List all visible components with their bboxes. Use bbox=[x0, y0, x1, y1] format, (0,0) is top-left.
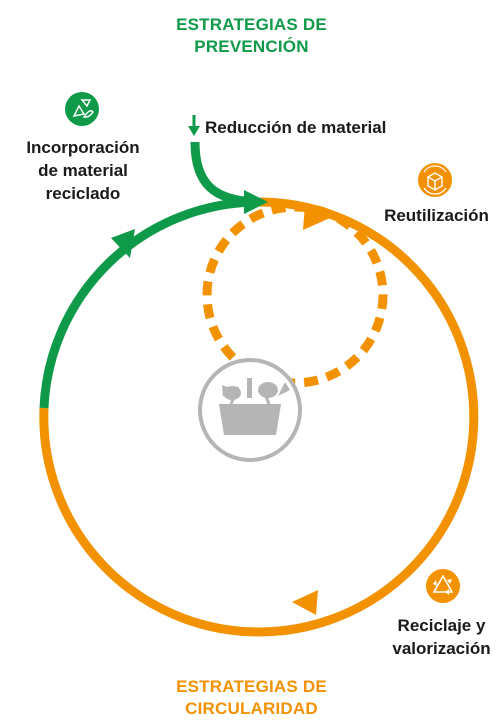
green-ring-arc bbox=[39, 197, 256, 409]
recycling-label-line-1: Reciclaje y bbox=[397, 616, 486, 635]
arrowhead-orange-bottom bbox=[292, 590, 318, 615]
arrowhead-orange-top bbox=[303, 204, 330, 230]
circularity-strategies-heading: ESTRATEGIAS DE CIRCULARIDAD bbox=[0, 676, 503, 720]
recycling-label: Reciclaje y valorización bbox=[380, 614, 503, 660]
reduction-inflow-curve bbox=[190, 141, 256, 207]
recycling-label-line-2: valorización bbox=[392, 639, 491, 658]
shopping-basket-icon bbox=[198, 358, 302, 462]
prevention-heading-line-2: PREVENCIÓN bbox=[194, 37, 309, 56]
arrow-down-icon bbox=[188, 115, 200, 136]
prevention-strategies-heading: ESTRATEGIAS DE PREVENCIÓN bbox=[0, 14, 503, 58]
circularity-heading-line-1: ESTRATEGIAS DE bbox=[176, 677, 327, 696]
arrowhead-green-incoming bbox=[244, 190, 268, 214]
box-reuse-icon bbox=[418, 163, 452, 197]
incorporation-label-line-2: de material bbox=[38, 161, 128, 180]
reduction-label: Reducción de material bbox=[205, 118, 387, 137]
recycle-leaf-icon bbox=[65, 92, 99, 126]
incorporation-label-line-3: reciclado bbox=[45, 184, 121, 203]
recycle-icon bbox=[426, 569, 460, 603]
incorporation-label-line-1: Incorporación bbox=[26, 138, 140, 157]
orange-ring-arc bbox=[39, 197, 479, 637]
circularity-ring bbox=[39, 197, 479, 637]
prevention-heading-line-1: ESTRATEGIAS DE bbox=[176, 15, 327, 34]
arrowhead-green-left-arc bbox=[111, 229, 135, 258]
circularity-heading-line-2: CIRCULARIDAD bbox=[185, 699, 318, 718]
reuse-dashed-loop bbox=[202, 202, 388, 388]
incorporation-label: Incorporación de material reciclado bbox=[0, 136, 166, 205]
reuse-label: Reutilización bbox=[384, 206, 489, 225]
